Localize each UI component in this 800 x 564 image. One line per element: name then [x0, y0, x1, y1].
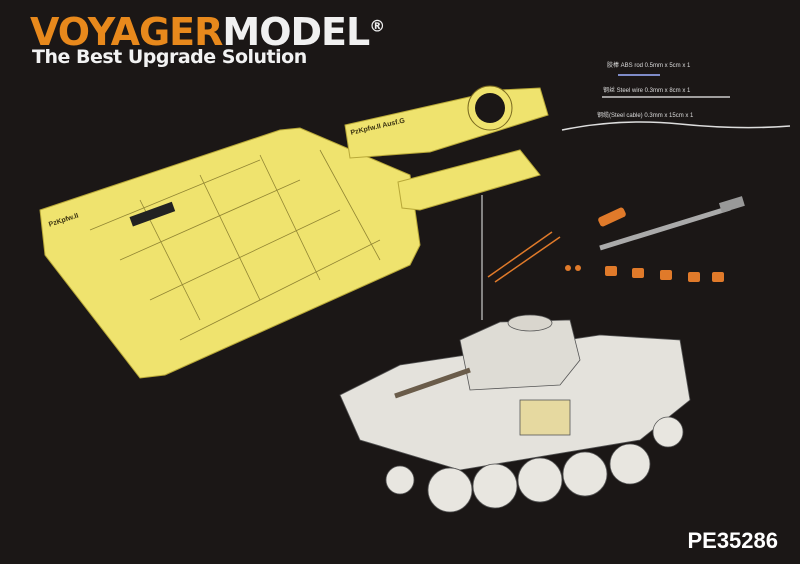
product-code: PE35286 — [687, 528, 778, 553]
accessory-steel-cable: 钢缆(Steel cable) 0.3mm x 15cm x 1 — [597, 113, 694, 119]
tank-model — [339, 314, 691, 513]
small-fret-top — [344, 85, 549, 159]
steel-rods — [487, 231, 561, 283]
steel-cable-line — [561, 121, 791, 131]
gun-barrel — [599, 196, 745, 251]
small-fret-bottom — [397, 149, 541, 211]
registered-mark: ® — [369, 16, 385, 36]
turned-parts — [565, 207, 724, 282]
main-fret — [39, 127, 421, 379]
brand-part2: MODEL — [222, 10, 370, 54]
brand-part1: VOYAGER — [30, 10, 223, 54]
brand-logo: VOYAGERMODEL® — [30, 10, 385, 54]
accessory-steel-wire: 钢丝 Steel wire 0.3mm x 8cm x 1 — [603, 88, 691, 94]
accessory-abs-rod: 胶棒 ABS rod 0.5mm x 5cm x 1 — [607, 63, 691, 69]
tagline: The Best Upgrade Solution — [32, 46, 307, 68]
